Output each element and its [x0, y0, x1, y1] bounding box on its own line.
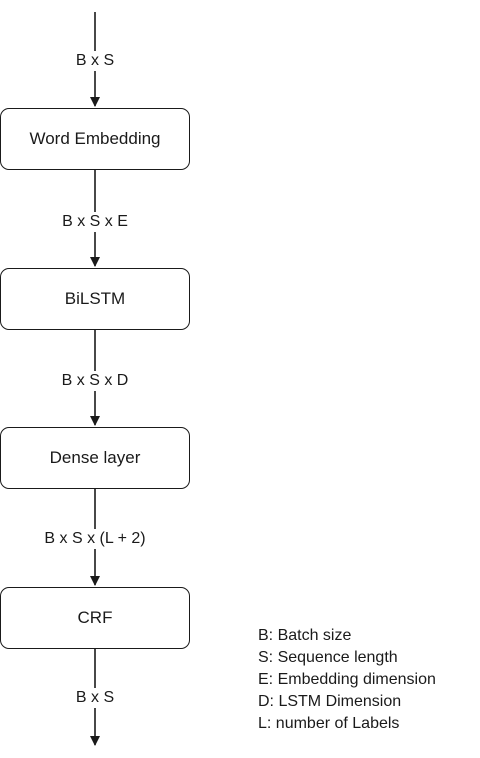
dense-layer-box: Dense layer	[0, 427, 190, 489]
bilstm-label: BiLSTM	[64, 289, 126, 308]
input-dim-label: B x S	[0, 51, 190, 71]
bilstm-box: BiLSTM	[0, 268, 190, 330]
word-embedding-label: Word Embedding	[29, 129, 161, 148]
legend-item-s: S: Sequence length	[258, 649, 398, 666]
legend-item-b: B: Batch size	[258, 627, 352, 644]
crf-label: CRF	[77, 608, 113, 627]
bilstm-dim-label: B x S x D	[0, 371, 190, 391]
word-embedding-box: Word Embedding	[0, 108, 190, 170]
legend: B: Batch size S: Sequence length E: Embe…	[258, 625, 436, 735]
dense-dim-label: B x S x (L + 2)	[0, 529, 190, 549]
embedding-dim-label: B x S x E	[0, 212, 190, 232]
crf-box: CRF	[0, 587, 190, 649]
legend-item-e: E: Embedding dimension	[258, 671, 436, 688]
legend-item-l: L: number of Labels	[258, 715, 400, 732]
output-dim-label: B x S	[0, 688, 190, 708]
dense-layer-label: Dense layer	[49, 448, 141, 467]
legend-item-d: D: LSTM Dimension	[258, 693, 402, 710]
